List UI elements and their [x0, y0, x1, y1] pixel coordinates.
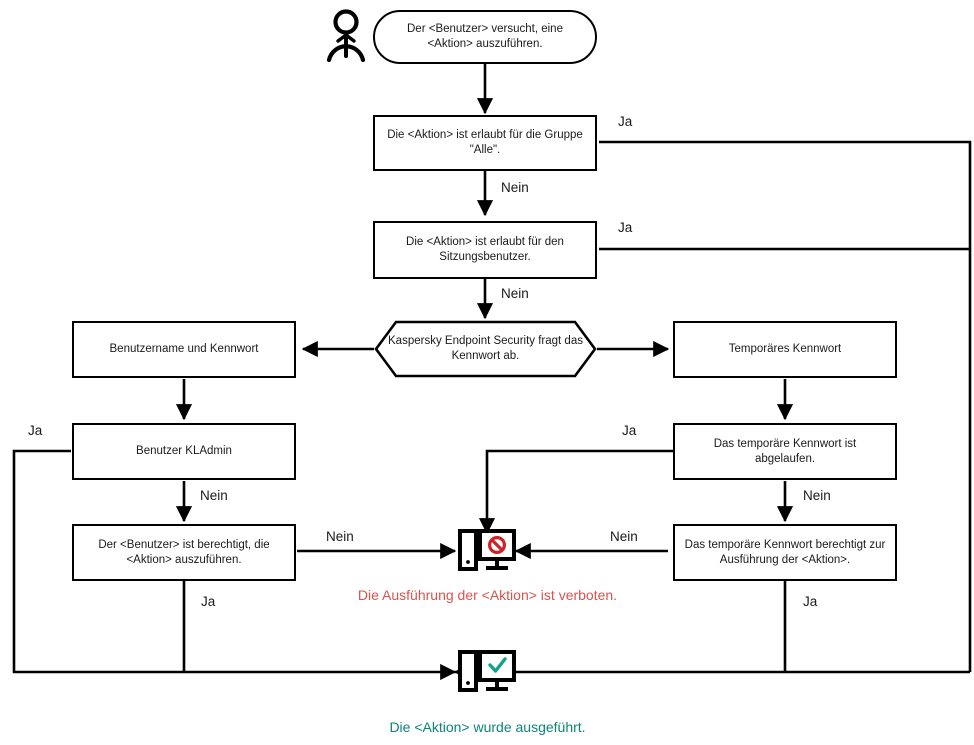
- edge-label-temp-permits-yes: Ja: [803, 594, 818, 609]
- edge-label-kladmin-yes: Ja: [28, 423, 43, 438]
- node-ask-password-label: Kaspersky Endpoint Security fragt das Ke…: [388, 335, 583, 362]
- edge-temp-expired-yes: [478, 449, 698, 535]
- node-temp-expired: Das temporäre Kennwort ist abgelaufen.: [673, 423, 897, 480]
- node-temp-password: Temporäres Kennwort: [673, 321, 897, 378]
- node-start-label: Der <Benutzer> versucht, eine <Aktion> a…: [407, 23, 563, 50]
- node-user-permitted-label: Der <Benutzer> ist berechtigt, die <Akti…: [98, 538, 270, 566]
- edge-label-user-permitted-yes: Ja: [201, 594, 216, 609]
- node-kladmin-label: Benutzer KLAdmin: [136, 445, 232, 458]
- node-start: Der <Benutzer> versucht, eine <Aktion> a…: [373, 10, 597, 64]
- edge-label-kladmin-no: Nein: [200, 488, 228, 503]
- node-group-all: Die <Aktion> ist erlaubt für die Gruppe …: [373, 115, 597, 171]
- node-group-all-label: Die <Aktion> ist erlaubt für die Gruppe …: [387, 129, 583, 156]
- node-ask-password: Kaspersky Endpoint Security fragt das Ke…: [374, 320, 597, 378]
- node-session-user-label: Die <Aktion> ist erlaubt für den Sitzung…: [406, 236, 564, 263]
- edge-label-temp-expired-yes: Ja: [622, 423, 637, 438]
- computer-allowed-icon: [457, 650, 517, 696]
- node-session-user: Die <Aktion> ist erlaubt für den Sitzung…: [373, 221, 597, 279]
- node-username-password: Benutzername und Kennwort: [72, 321, 296, 378]
- edge-label-temp-permits-no: Nein: [610, 529, 638, 544]
- denied-caption: Die Ausführung der <Aktion> ist verboten…: [357, 587, 618, 603]
- node-temp-permits: Das temporäre Kennwort berechtigt zur Au…: [673, 524, 897, 581]
- edge-label-group-all-no: Nein: [501, 180, 529, 195]
- node-temp-permits-label: Das temporäre Kennwort berechtigt zur Au…: [684, 538, 886, 566]
- edge-label-group-all-yes: Ja: [618, 114, 633, 129]
- node-kladmin: Benutzer KLAdmin: [72, 423, 296, 480]
- computer-denied-icon: [457, 527, 517, 575]
- edge-label-session-user-yes: Ja: [618, 220, 633, 235]
- edge-label-temp-expired-no: Nein: [803, 488, 831, 503]
- node-temp-password-label: Temporäres Kennwort: [728, 343, 842, 356]
- node-user-permitted: Der <Benutzer> ist berechtigt, die <Akti…: [72, 524, 296, 581]
- node-username-password-label: Benutzername und Kennwort: [109, 343, 259, 356]
- edge-label-session-user-no: Nein: [501, 286, 529, 301]
- edge-group-all-yes: [599, 140, 972, 672]
- allowed-caption: Die <Aktion> wurde ausgeführt.: [389, 719, 586, 735]
- person-icon: [322, 8, 370, 64]
- edge-label-user-permitted-no: Nein: [326, 529, 354, 544]
- node-temp-expired-label: Das temporäre Kennwort ist abgelaufen.: [713, 437, 857, 465]
